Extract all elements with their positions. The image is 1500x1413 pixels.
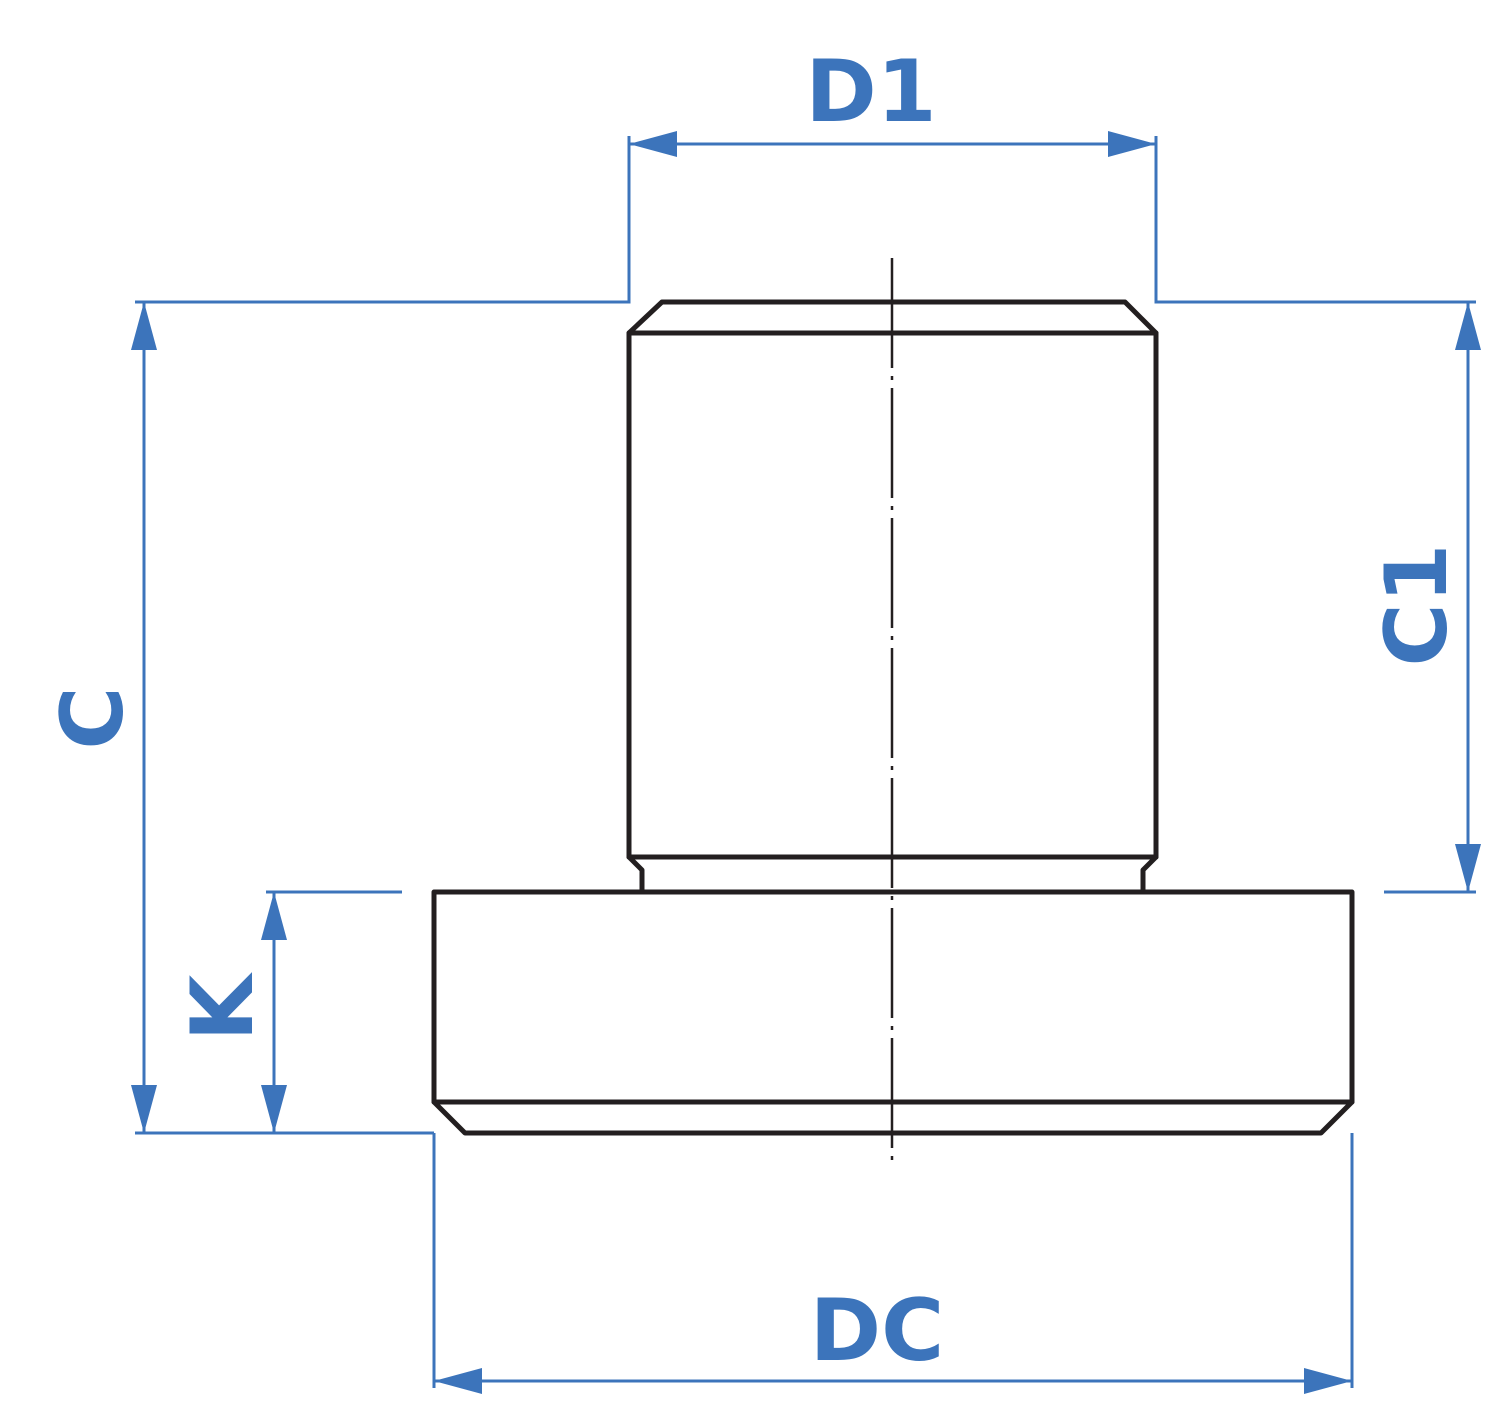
- dimension-c: C: [43, 302, 436, 1388]
- c-label: C: [43, 686, 143, 749]
- c1-arrow-bottom: [1455, 844, 1481, 892]
- k-arrow-bottom: [261, 1085, 287, 1133]
- c1-label: C1: [1367, 544, 1467, 667]
- d1-arrow-left: [629, 131, 677, 157]
- dimension-c1: C1: [1367, 302, 1481, 894]
- dc-arrow-right: [1304, 1368, 1352, 1394]
- c-arrow-bottom: [131, 1085, 157, 1133]
- c1-arrow-top: [1455, 302, 1481, 350]
- d1-label: D1: [805, 42, 936, 142]
- dc-label: DC: [810, 1281, 945, 1381]
- k-arrow-top: [261, 892, 287, 940]
- dimension-k: K: [173, 890, 402, 1133]
- d1-arrow-right: [1108, 131, 1156, 157]
- k-label: K: [173, 971, 273, 1041]
- c-arrow-top: [131, 302, 157, 350]
- dc-arrow-left: [434, 1368, 482, 1394]
- dimension-dc: DC: [434, 1133, 1354, 1394]
- dimension-d1: D1: [135, 42, 1476, 304]
